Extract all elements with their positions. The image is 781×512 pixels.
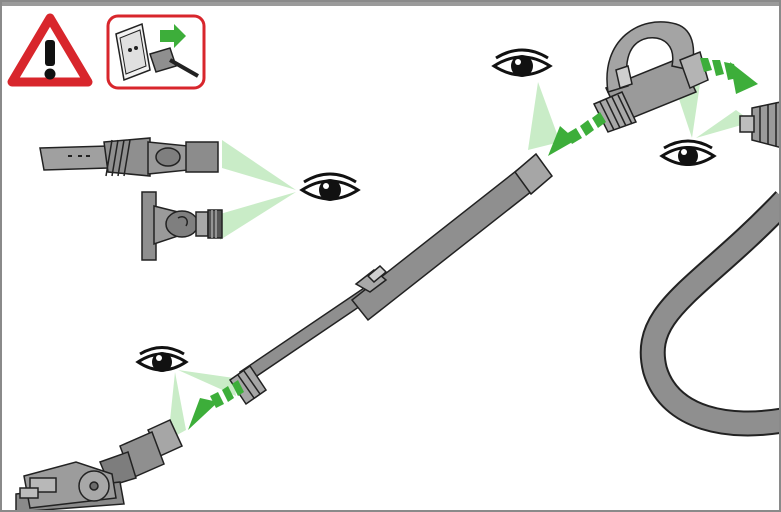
- eye-icon: [659, 139, 717, 166]
- eye-icon: [135, 346, 189, 372]
- sight-line-floorhead: [168, 372, 186, 440]
- arrow-handle-to-wand: [548, 112, 606, 156]
- eye-icon: [299, 172, 361, 201]
- turbo-brush-tool: [141, 191, 223, 261]
- crevice-tool: [39, 137, 219, 177]
- sight-line-wand-top: [528, 82, 560, 150]
- sight-line-hose-end: [696, 110, 752, 138]
- sight-line-tools-upper: [222, 140, 296, 190]
- wand: [228, 152, 554, 406]
- sight-line-wand-bottom: [178, 370, 236, 396]
- arrow-handle-to-hose: [700, 58, 758, 94]
- unplug-from-socket-icon: [106, 14, 206, 90]
- top-band: [0, 0, 781, 6]
- floor-head: [15, 419, 183, 510]
- arrow-wand-to-floorhead: [188, 380, 244, 430]
- sight-line-tools-lower: [220, 192, 296, 240]
- hose-cuff: [739, 101, 779, 148]
- eye-icon: [491, 48, 553, 77]
- warning-triangle-icon: [7, 13, 93, 87]
- hose: [639, 191, 779, 437]
